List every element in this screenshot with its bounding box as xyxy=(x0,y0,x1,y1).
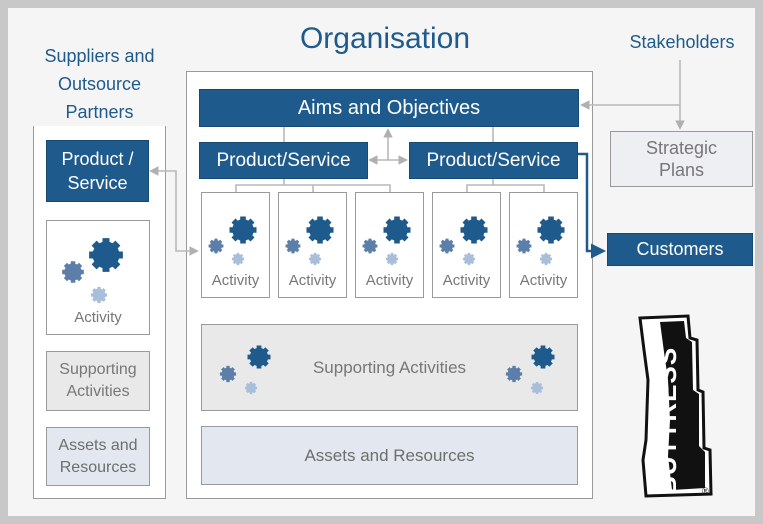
gear-icon xyxy=(383,216,411,244)
supplier-activity-card: Activity xyxy=(46,220,150,335)
gear-icon xyxy=(537,216,565,244)
suppliers-heading: Suppliers and Outsource Partners xyxy=(33,42,166,126)
aims-objectives-box: Aims and Objectives xyxy=(199,89,579,127)
gear-icon xyxy=(244,381,258,395)
activity-label: Activity xyxy=(365,272,414,289)
supplier-assets-resources: Assets and Resources xyxy=(46,427,150,486)
logo-registered-mark: ® xyxy=(702,486,709,496)
logo-wordmark: BUTTRESS xyxy=(652,347,682,495)
gear-icon xyxy=(219,365,237,383)
org-assets-resources: Assets and Resources xyxy=(201,426,578,485)
supplier-activity-label: Activity xyxy=(74,309,122,326)
connector-lines xyxy=(149,60,685,256)
stakeholders-label: Stakeholders xyxy=(629,32,735,52)
gear-icon xyxy=(62,261,84,283)
product-service-right: Product/Service xyxy=(409,142,578,179)
gear-icon xyxy=(208,238,224,254)
gear-icon xyxy=(460,216,488,244)
gear-icon xyxy=(229,216,257,244)
gear-icon xyxy=(439,238,455,254)
activity-label: Activity xyxy=(442,272,491,289)
activity-label: Activity xyxy=(519,272,568,289)
supplier-supporting-activities: Supporting Activities xyxy=(46,351,150,411)
gear-icon xyxy=(306,216,334,244)
supplier-to-activity-arrow xyxy=(149,166,199,256)
gear-icon xyxy=(285,238,301,254)
gear-icon xyxy=(530,381,544,395)
org-supporting-activities: Supporting Activities xyxy=(201,324,578,411)
activity-label: Activity xyxy=(288,272,337,289)
strategic-plans-box: Strategic Plans xyxy=(610,131,753,187)
buttress-logo: BUTTRESS ® xyxy=(638,314,713,498)
gear-icon xyxy=(531,345,555,369)
organisation-title: Organisation xyxy=(299,22,471,55)
gear-icon xyxy=(231,252,245,266)
gear-icon xyxy=(362,238,378,254)
gear-icon xyxy=(505,365,523,383)
product-to-customers-arrow xyxy=(578,152,606,259)
org-supporting-activities-label: Supporting Activities xyxy=(312,357,467,377)
gear-icon xyxy=(385,252,399,266)
stakeholders-to-aims-arrow xyxy=(580,60,681,110)
activity-label: Activity xyxy=(211,272,260,289)
gear-icon xyxy=(89,238,123,272)
gear-icon xyxy=(247,345,271,369)
customers-box: Customers xyxy=(607,233,753,266)
gear-icon xyxy=(308,252,322,266)
gear-icon xyxy=(516,238,532,254)
activity-card-4: Activity xyxy=(432,192,501,298)
product-service-left: Product/Service xyxy=(199,142,368,179)
supplier-product-service: Product / Service xyxy=(46,140,149,202)
gear-icon xyxy=(462,252,476,266)
right-activities-bracket xyxy=(466,184,545,192)
gear-icon xyxy=(539,252,553,266)
gear-icon xyxy=(90,286,108,304)
